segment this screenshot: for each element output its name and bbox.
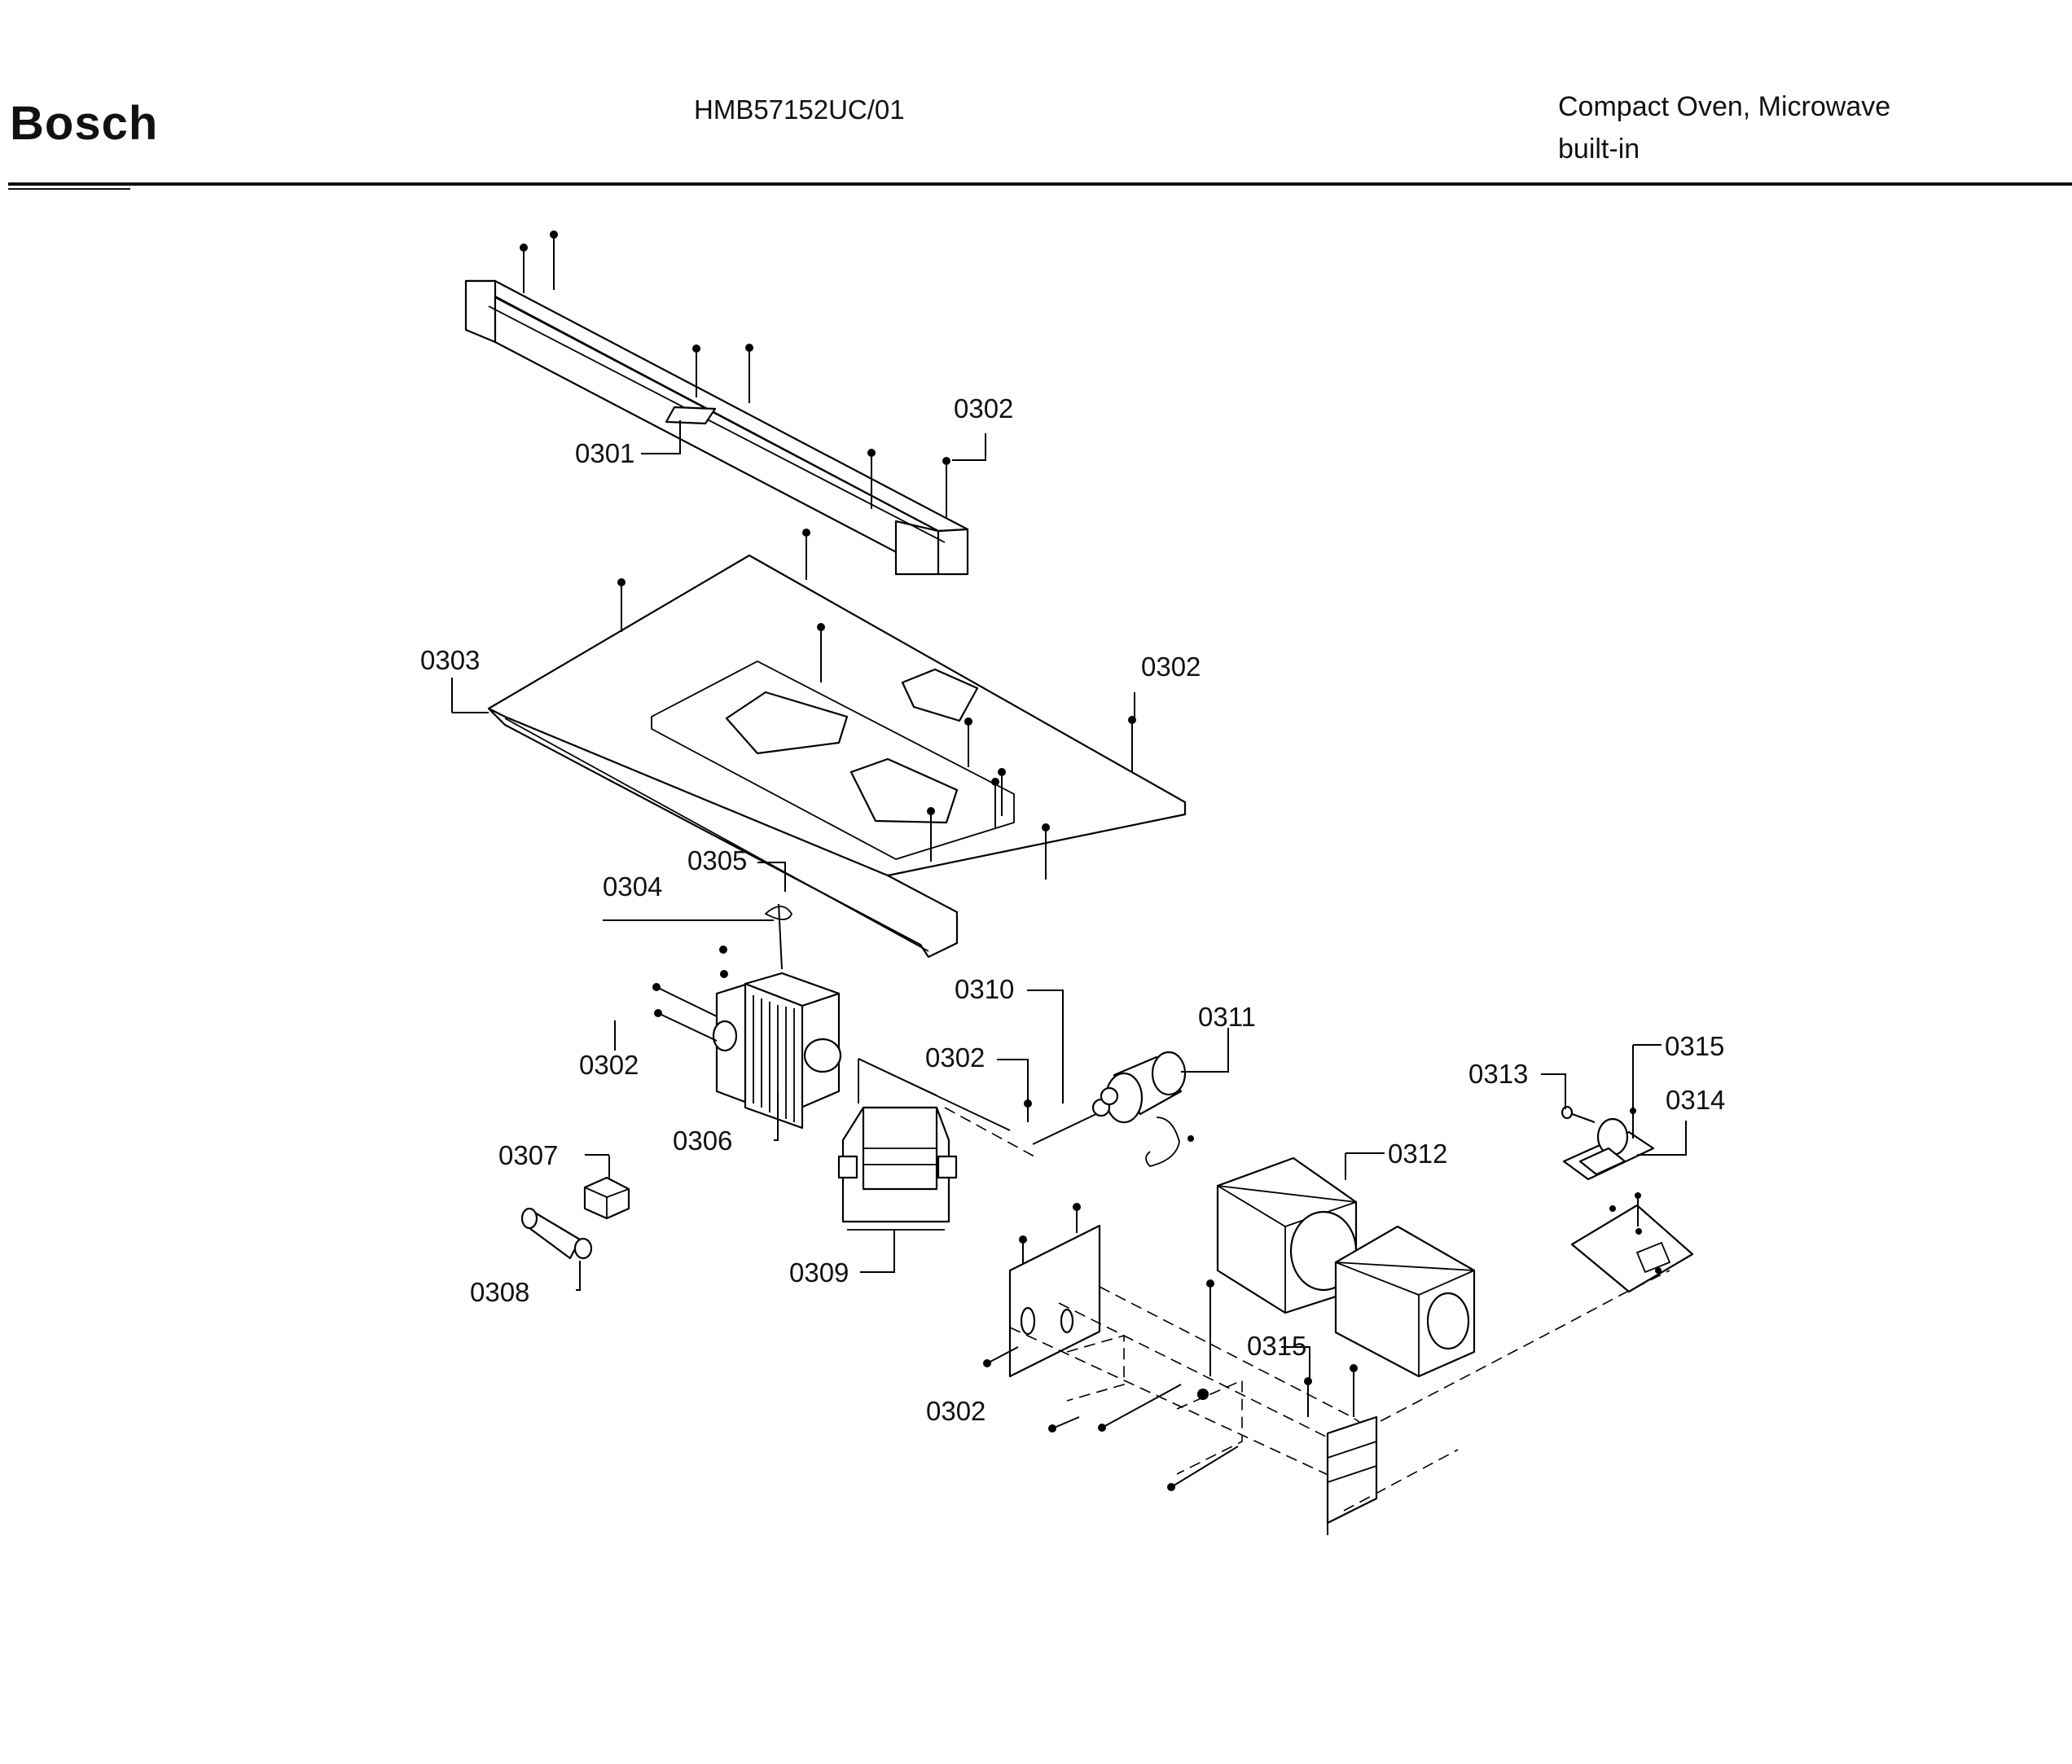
callout-0314: 0314 xyxy=(1666,1085,1725,1115)
part-0301-top-rail xyxy=(464,230,969,576)
callout-0311: 0311 xyxy=(1198,1002,1256,1032)
brand-name: Bosch xyxy=(10,97,159,150)
callout-0312: 0312 xyxy=(1388,1139,1447,1169)
callout-0302: 0302 xyxy=(954,393,1013,423)
callout-labels: 0301 0302 0303 0302 0305 0304 0302 0306 … xyxy=(420,393,1725,1426)
bottom-bracket-assembly xyxy=(983,1203,1670,1535)
header-rule xyxy=(8,182,2072,186)
callout-0302: 0302 xyxy=(926,1396,986,1426)
part-0309-transformer xyxy=(837,1058,1011,1231)
part-0307-block xyxy=(583,1176,630,1220)
callout-0306: 0306 xyxy=(673,1126,732,1156)
screws-0303 xyxy=(617,529,1136,880)
leader-lines xyxy=(451,420,1687,1380)
callout-0310: 0310 xyxy=(955,974,1014,1004)
callout-0315: 0315 xyxy=(1665,1031,1724,1061)
callout-0313: 0313 xyxy=(1468,1059,1528,1089)
callout-0304: 0304 xyxy=(603,871,662,902)
callout-0308: 0308 xyxy=(470,1277,529,1307)
part-0311-capacitor xyxy=(1091,1051,1194,1167)
model-number: HMB57152UC/01 xyxy=(694,94,905,125)
callout-0307: 0307 xyxy=(498,1140,558,1170)
part-0313-fuse xyxy=(1561,1105,1596,1123)
part-0303-top-plate xyxy=(487,529,1187,959)
screws-0306 xyxy=(652,946,728,1042)
callout-0315: 0315 xyxy=(1247,1331,1306,1361)
callout-0302: 0302 xyxy=(579,1050,639,1080)
screws-bracket xyxy=(983,1203,1358,1491)
callout-0309: 0309 xyxy=(789,1257,849,1288)
part-0308-tube xyxy=(520,1207,593,1260)
callout-0305: 0305 xyxy=(687,845,747,875)
part-0312-fan-motor xyxy=(1216,1156,1476,1378)
part-0306-magnetron xyxy=(652,903,842,1130)
part-0310-diode xyxy=(944,1099,1100,1157)
header-rule-accent xyxy=(8,188,130,190)
callout-0303: 0303 xyxy=(420,645,480,675)
part-0314-switch-board xyxy=(1562,1108,1694,1293)
screws-0301 xyxy=(520,230,950,517)
callout-0301: 0301 xyxy=(575,438,634,468)
product-description-line2: built-in xyxy=(1558,134,1640,165)
product-description-line1: Compact Oven, Microwave xyxy=(1558,91,1891,122)
callout-0302: 0302 xyxy=(925,1042,985,1073)
callout-0302: 0302 xyxy=(1141,652,1201,682)
